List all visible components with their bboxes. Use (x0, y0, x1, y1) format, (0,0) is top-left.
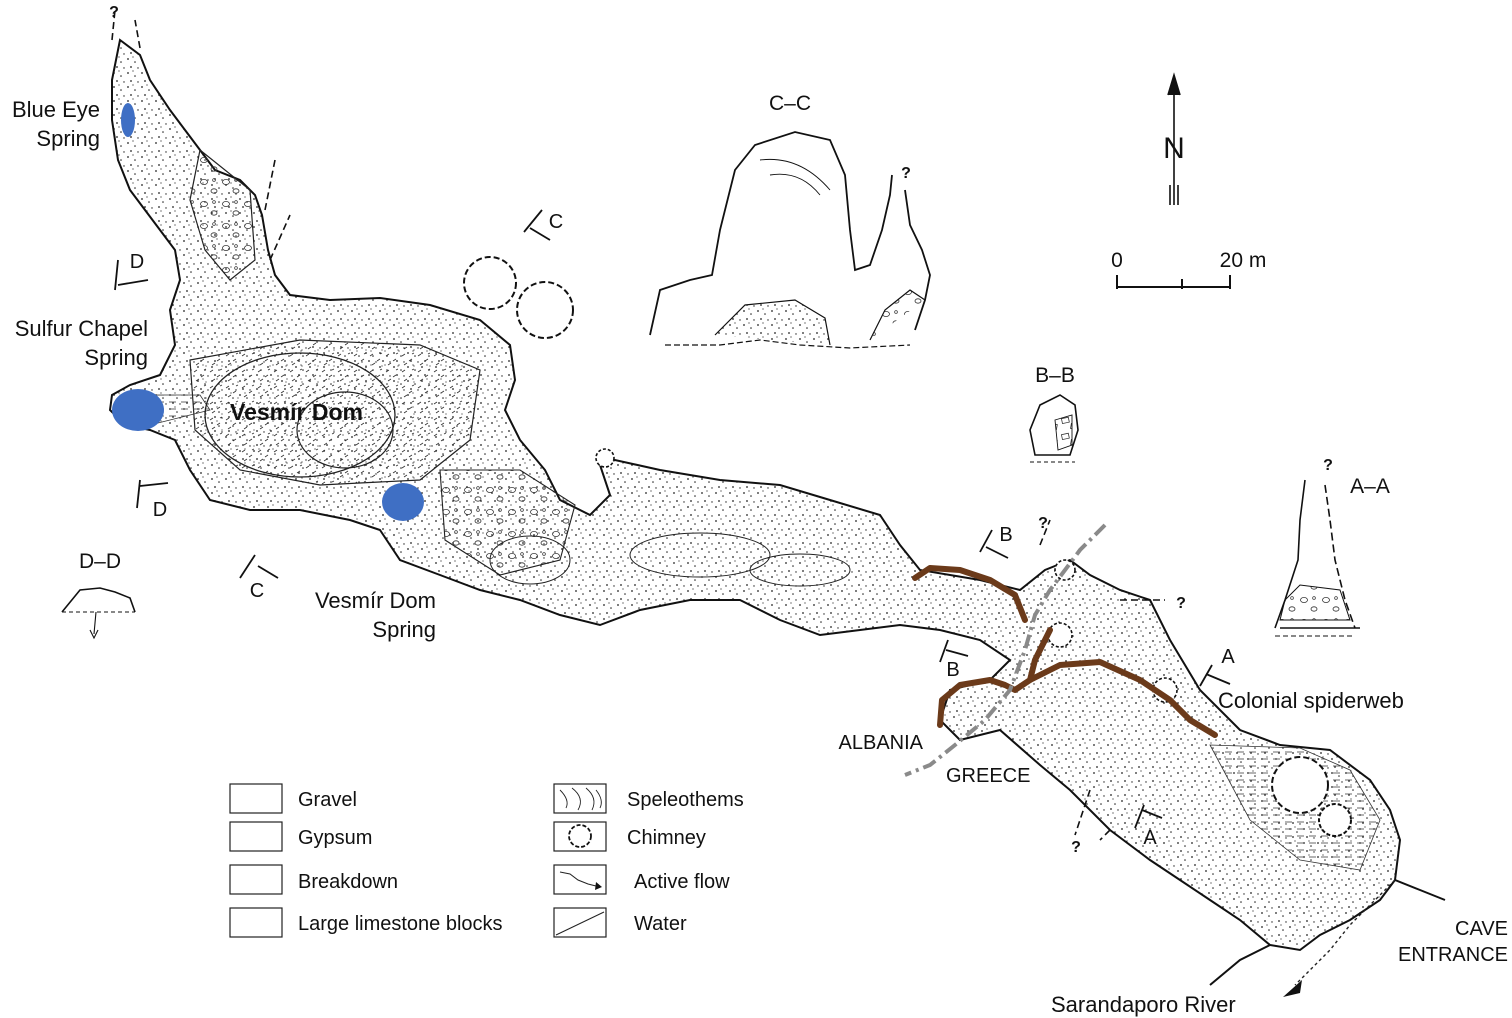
border-line-east (1027, 659, 1218, 738)
cross-section-cc-drawing (649, 131, 931, 349)
cave-passage (108, 38, 1402, 952)
svg-text:Chimney: Chimney (627, 827, 706, 849)
unknown-mark: ? (1323, 457, 1333, 474)
chimney-symbol (1318, 803, 1352, 837)
dome-contour-inner (296, 391, 394, 469)
border-line-north (912, 565, 1028, 623)
north-arrow (1167, 72, 1181, 205)
legend-item-gypsum: Gypsum (229, 821, 372, 852)
spring-label-vesmir-dom-line1: Vesmír Dom (315, 588, 436, 613)
north-letter: N (1163, 132, 1185, 165)
spring-label-sulfur-chapel-line1: Sulfur Chapel (15, 316, 148, 341)
scale-bar (1116, 275, 1231, 289)
gypsum-pattern (229, 821, 283, 852)
country-greece: GREECE (946, 765, 1030, 787)
cave-entrance-line1: CAVE (1455, 918, 1508, 940)
unknown-mark: ? (1038, 515, 1048, 532)
breakdown-zone (439, 469, 576, 576)
section-title-aa: A–A (1350, 475, 1390, 498)
active-flow-symbol (559, 871, 597, 887)
active-flow-arrowhead (1283, 980, 1302, 997)
river-label: Sarandaporo River (1051, 992, 1236, 1017)
section-marker-d-south: D (153, 499, 167, 521)
cross-section-aa-drawing (1274, 479, 1360, 637)
chamber-title: Vesmír Dom (230, 399, 363, 425)
cave-entrance-line2: ENTRANCE (1398, 944, 1508, 966)
legend-item-breakdown: Breakdown (229, 864, 398, 895)
section-marker-d-north: D (130, 251, 144, 273)
section-marker-c-north: C (549, 211, 563, 233)
cross-section-dd-drawing (61, 587, 136, 640)
chimneys (463, 256, 1352, 837)
passage-contour-2 (629, 532, 771, 578)
scale-max: 20 m (1220, 249, 1267, 272)
unexplored-passages (111, 9, 1165, 841)
chimney-symbol (463, 256, 517, 310)
cave-outline (108, 38, 1402, 952)
active-flow-line (1294, 879, 1396, 986)
gravel-pattern (229, 783, 283, 814)
section-title-cc: C–C (769, 92, 811, 115)
passage-contour-1 (489, 535, 571, 585)
breakdown-pattern (229, 864, 283, 895)
unknown-mark: ? (1176, 595, 1186, 612)
section-marker-b-north: B (999, 524, 1012, 546)
dome-contour-outer (204, 352, 396, 478)
entrance-outline (1209, 879, 1446, 986)
legend: Gravel Gypsum Breakdown Large limestone … (229, 783, 744, 938)
water-pools (112, 103, 424, 521)
spring-label-vesmir-dom-line2: Spring (372, 617, 436, 642)
svg-text:Breakdown: Breakdown (298, 871, 398, 893)
chimney-symbol (595, 448, 615, 468)
legend-item-gravel: Gravel (229, 783, 357, 814)
section-marker-c-south: C (250, 580, 264, 602)
legend-item-chimney: Chimney (553, 821, 706, 852)
svg-text:Large limestone blocks: Large limestone blocks (298, 913, 503, 935)
chimney-symbol (1271, 756, 1329, 814)
upper-passage (189, 148, 256, 281)
chimney-symbol (568, 824, 592, 848)
spring-label-blue-eye-line2: Spring (36, 126, 100, 151)
country-albania: ALBANIA (839, 732, 924, 754)
legend-item-speleothems: Speleothems (553, 783, 744, 814)
unknown-mark: ? (901, 165, 911, 182)
chimney-symbol (516, 281, 574, 339)
unknown-mark: ? (109, 4, 119, 21)
svg-text:Water: Water (634, 913, 687, 935)
svg-text:Gravel: Gravel (298, 789, 357, 811)
legend-item-large-limestone-blocks: Large limestone blocks (229, 907, 503, 938)
section-marker-ticks (114, 209, 1231, 829)
vesmir-dom-pool (382, 483, 424, 521)
section-title-bb: B–B (1035, 364, 1075, 387)
blue-eye-pool (121, 103, 135, 137)
cross-section-bb-drawing (1029, 394, 1079, 463)
chimney-symbol (1047, 622, 1073, 648)
sulfur-chapel-pool (112, 389, 164, 431)
colonial-spiderweb-label: Colonial spiderweb (1218, 688, 1404, 713)
gypsum-zone (189, 339, 481, 486)
passage-contour-3 (749, 553, 851, 587)
map-labels: Blue Eye Spring Sulfur Chapel Spring Ves… (12, 4, 1508, 1017)
section-marker-a-south: A (1143, 827, 1157, 849)
unknown-mark: ? (1071, 839, 1081, 856)
svg-text:Gypsum: Gypsum (298, 827, 372, 849)
limestone-blocks-pattern (229, 907, 283, 938)
section-marker-a-north: A (1221, 646, 1235, 668)
legend-item-water: Water (553, 907, 687, 938)
svg-text:Speleothems: Speleothems (627, 789, 744, 811)
international-boundary (904, 523, 1107, 777)
svg-text:Active flow: Active flow (634, 871, 730, 893)
spring-label-sulfur-chapel-line2: Spring (84, 345, 148, 370)
spring-label-blue-eye-line1: Blue Eye (12, 97, 100, 122)
scale-zero: 0 (1111, 249, 1123, 272)
section-title-dd: D–D (79, 550, 121, 573)
section-marker-b-south: B (946, 659, 959, 681)
legend-item-active-flow: Active flow (553, 864, 730, 895)
